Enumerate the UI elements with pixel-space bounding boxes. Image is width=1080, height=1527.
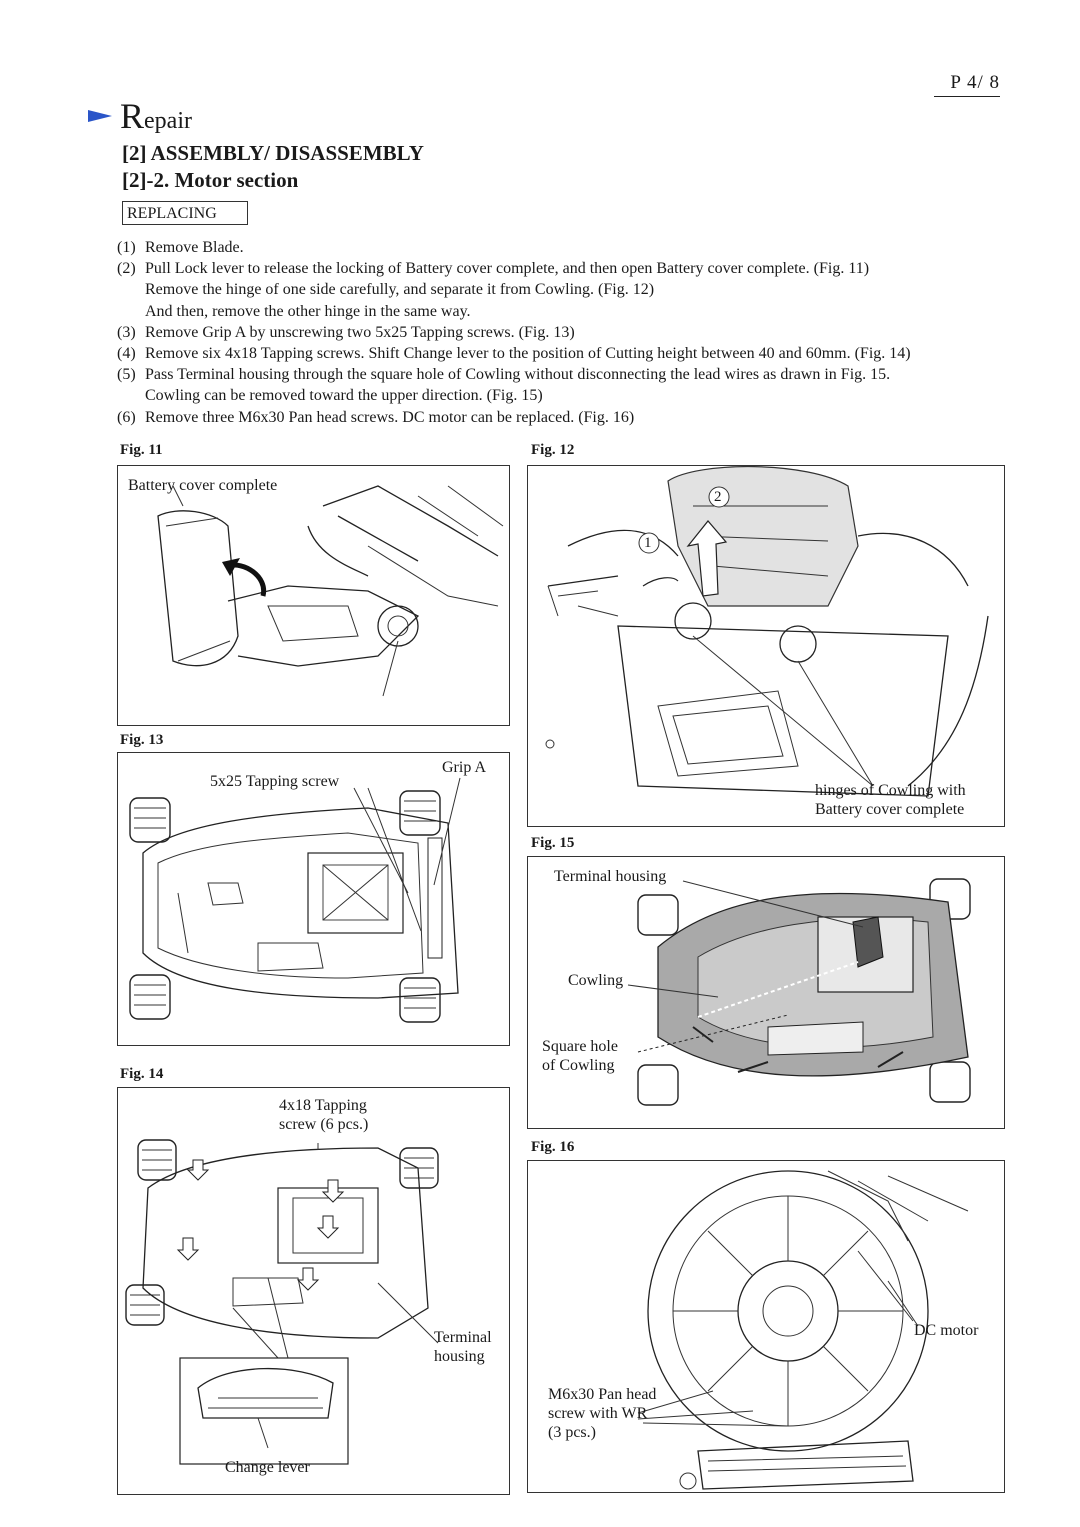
fig12-caption-hinges: hinges of Cowling with — [815, 782, 966, 799]
section-title-rest: epair — [144, 108, 192, 134]
fig14-caption-terminal: Terminal — [434, 1329, 492, 1346]
fig16-caption-pan-head: M6x30 Pan head — [548, 1386, 657, 1403]
fig14-box: 4x18 Tapping screw (6 pcs.) Terminal hou… — [117, 1087, 510, 1495]
fig12-caption-battery-cover: Battery cover complete — [815, 801, 965, 818]
heading: [2] ASSEMBLY/ DISASSEMBLY — [122, 141, 424, 165]
fig16-caption-dc-motor: DC motor — [914, 1322, 979, 1339]
page-number-underline — [934, 96, 1000, 97]
fig14-caption-change-lever: Change lever — [225, 1459, 310, 1476]
fig16-box: DC motor M6x30 Pan head screw with WR (3… — [527, 1160, 1005, 1493]
fig16-drawing — [637, 1170, 969, 1490]
fig15-drawing — [627, 878, 971, 1106]
fig12-label: Fig. 12 — [531, 442, 575, 458]
replacing-label: REPLACING — [122, 201, 248, 225]
fig14-drawing — [125, 1139, 439, 1465]
section-arrow-icon — [88, 110, 112, 122]
fig15-caption-of-cowling: of Cowling — [542, 1057, 615, 1074]
step-item: (1)Remove Blade. — [117, 239, 244, 256]
fig12-box: 1 2 hinges of Cowling with Battery cover… — [527, 465, 1005, 827]
fig13-label: Fig. 13 — [120, 732, 164, 748]
section-title-initial: R — [120, 96, 145, 136]
step-item: (6)Remove three M6x30 Pan head screws. D… — [117, 408, 635, 426]
fig16-caption-screw-wr: screw with WR — [548, 1405, 648, 1422]
fig15-caption-terminal-housing: Terminal housing — [554, 868, 667, 885]
fig16-label: Fig. 16 — [531, 1139, 575, 1155]
fig13-caption-tapping-screw: 5x25 Tapping screw — [210, 773, 340, 790]
fig13-caption-grip-a: Grip A — [442, 759, 486, 776]
step-item: (4)Remove six 4x18 Tapping screws. Shift… — [117, 345, 911, 363]
fig14-caption-tapping: 4x18 Tapping — [279, 1097, 367, 1114]
fig13-drawing — [129, 777, 461, 1023]
fig11-drawing — [157, 485, 504, 697]
step-item: (3)Remove Grip A by unscrewing two 5x25 … — [117, 323, 575, 341]
fig12-callout-2: 2 — [714, 489, 722, 505]
page-number: P 4/ 8 — [950, 72, 1000, 93]
subheading: [2]-2. Motor section — [122, 168, 299, 192]
step-item: (2)Pull Lock lever to release the lockin… — [117, 260, 870, 278]
fig15-box: Terminal housing Cowling Square hole of … — [527, 856, 1005, 1129]
fig15-caption-cowling: Cowling — [568, 972, 624, 989]
fig12-callout-1: 1 — [644, 535, 652, 551]
fig14-caption-screw-count: screw (6 pcs.) — [279, 1116, 369, 1133]
section-title: Repair — [120, 96, 192, 141]
fig13-box: 5x25 Tapping screw Grip A — [117, 752, 510, 1046]
fig14-label: Fig. 14 — [120, 1066, 164, 1082]
steps-list: (1)Remove Blade. (2)Pull Lock lever to r… — [117, 237, 1027, 428]
fig15-label: Fig. 15 — [531, 835, 575, 851]
step-line: Cowling can be removed toward the upper … — [145, 387, 543, 405]
fig11-caption-battery-cover: Battery cover complete — [128, 477, 278, 494]
step-line: Remove the hinge of one side carefully, … — [145, 281, 655, 299]
fig16-caption-count: (3 pcs.) — [548, 1424, 596, 1441]
fig12-drawing — [545, 466, 989, 797]
fig11-label: Fig. 11 — [120, 442, 163, 458]
step-item: (5)Pass Terminal housing through the squ… — [117, 366, 891, 384]
step-line: And then, remove the other hinge in the … — [145, 302, 471, 320]
fig11-box: Battery cover complete — [117, 465, 510, 726]
fig15-caption-square-hole: Square hole — [542, 1038, 618, 1055]
fig14-caption-housing: housing — [434, 1348, 485, 1365]
